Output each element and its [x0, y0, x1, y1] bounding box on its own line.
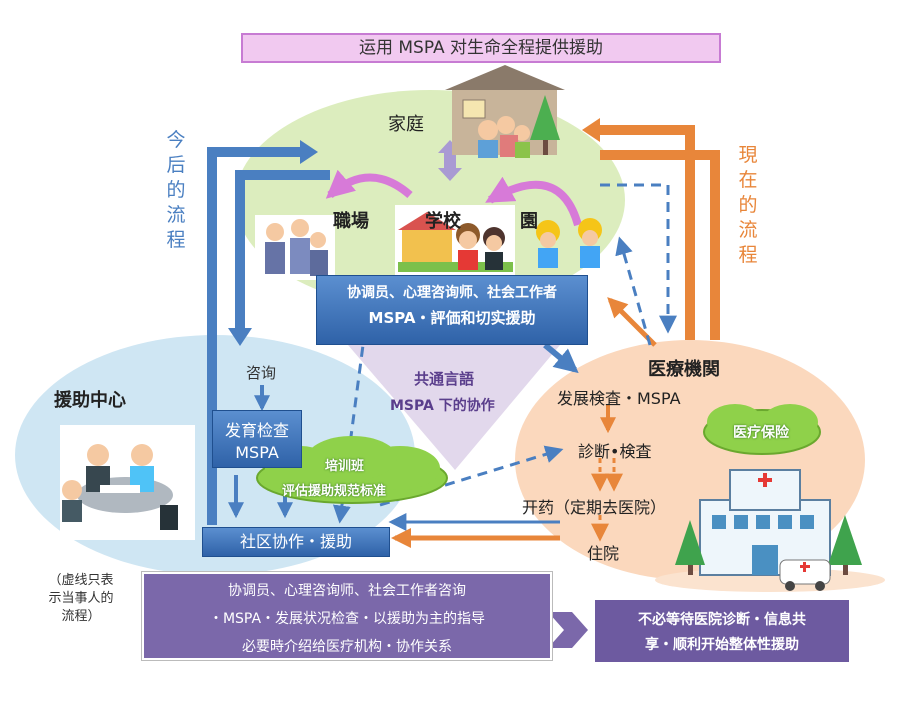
school-children-illustration — [395, 205, 515, 275]
current-flow-char: 程 — [738, 244, 758, 266]
dashed-line-note: （虚线只表 示当事人的 流程） — [26, 572, 136, 626]
result-box: 不必等待医院诊断・信息共 享・顺利开始整体性援助 — [595, 600, 849, 662]
support-center-title: 援助中心 — [54, 390, 126, 411]
result-line1: 不必等待医院诊断・信息共 — [638, 612, 806, 628]
kindergarten-label: 園 — [520, 211, 538, 232]
dev-check-line1: 发育检查 — [224, 421, 289, 440]
consultation-summary-box: 协调员、心理咨询师、社会工作者咨询 ・MSPA・发展状况检查・以援助为主的指导 … — [142, 572, 552, 660]
dev-check-line2: MSPA — [235, 443, 279, 462]
coordinator-line2: MSPA・評価和切实援助 — [368, 309, 536, 327]
community-label: 社区协作・援助 — [239, 532, 352, 551]
result-arrow — [548, 612, 588, 648]
note-line3: 流程） — [61, 609, 101, 624]
future-flow-char: 的 — [166, 179, 186, 201]
dev-check-box: 发育检查 MSPA — [212, 410, 302, 468]
summary-line2: ・MSPA・发展状况检查・以援助为主的指导 — [208, 611, 486, 627]
hospital-illustration — [655, 469, 885, 592]
prescription-label: 开药（定期去医院） — [522, 498, 667, 517]
training-subtitle: 评估援助规范标准 — [282, 484, 387, 499]
current-flow-char: 現 — [738, 144, 758, 166]
result-line2: 享・顺利开始整体性援助 — [645, 637, 799, 653]
insurance-label: 医疗保险 — [733, 425, 789, 441]
common-language-subtitle: MSPA 下的协作 — [390, 398, 495, 414]
common-language-triangle — [348, 345, 560, 470]
future-flow-label: 今 后 的 流 程 — [164, 128, 188, 253]
family-label: 家庭 — [388, 114, 424, 135]
house-illustration — [445, 65, 565, 158]
workers-illustration — [255, 215, 335, 280]
summary-line1: 协调员、心理咨询师、社会工作者咨询 — [228, 583, 466, 599]
note-line1: （虚线只表 — [48, 573, 114, 588]
diagnosis-label: 診断•検査 — [578, 442, 652, 461]
current-flow-char: 在 — [738, 169, 758, 191]
insurance-cloud — [703, 404, 821, 455]
medical-dev-check: 发展検査・MSPA — [557, 389, 681, 408]
medical-title: 医療機関 — [648, 359, 720, 380]
current-flow-label: 現 在 的 流 程 — [736, 143, 760, 268]
future-flow-char: 程 — [166, 229, 186, 251]
summary-line3: 必要時介绍给医疗机构・协作关系 — [242, 639, 452, 655]
current-flow-char: 流 — [738, 219, 758, 241]
school-label: 学校 — [425, 211, 461, 232]
hospitalization-label: 住院 — [587, 544, 620, 563]
title-banner: 运用 MSPA 对生命全程提供援助 — [241, 33, 721, 63]
coordinator-box: 协调员、心理咨询师、社会工作者 MSPA・評価和切实援助 — [316, 275, 588, 345]
coordinator-line1: 协调员、心理咨询师、社会工作者 — [347, 285, 557, 301]
consult-label: 咨询 — [246, 364, 277, 382]
kindergarten-illustration — [536, 218, 602, 268]
workplace-label: 職場 — [333, 211, 369, 232]
training-title: 培训班 — [325, 459, 365, 474]
meeting-illustration — [60, 425, 195, 540]
community-box: 社区协作・援助 — [202, 527, 390, 557]
current-flow-char: 的 — [738, 194, 758, 216]
future-flow-char: 今 — [166, 129, 186, 151]
common-language-title: 共通言語 — [414, 370, 475, 388]
future-flow-char: 后 — [166, 154, 186, 176]
note-line2: 示当事人的 — [48, 591, 114, 606]
future-flow-char: 流 — [166, 204, 186, 226]
